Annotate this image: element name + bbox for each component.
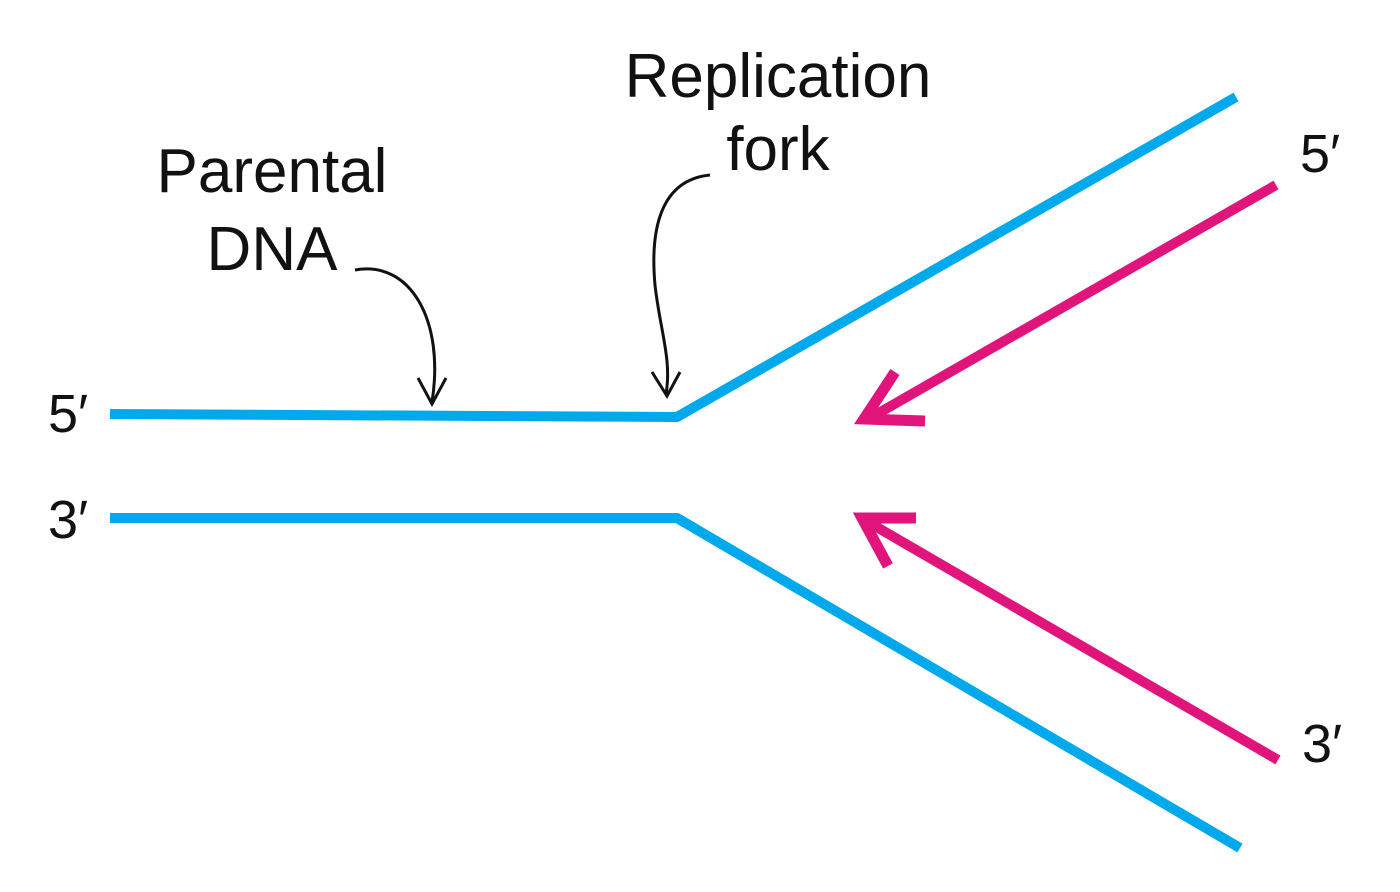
new-strand-top-arrow bbox=[853, 180, 1279, 427]
fork-label-line2: fork bbox=[726, 115, 830, 184]
new-strand-bottom-arrow bbox=[852, 512, 1281, 765]
left-bottom-end-label: 3′ bbox=[48, 490, 88, 550]
parental-strand-top bbox=[109, 92, 1239, 422]
parental-label-line2: DNA bbox=[207, 215, 339, 284]
left-top-end-label: 5′ bbox=[48, 384, 88, 444]
right-bottom-end-label: 3′ bbox=[1302, 714, 1342, 774]
fork-label-line1: Replication bbox=[625, 42, 932, 111]
parental-dna-callout-arrow bbox=[354, 267, 448, 408]
parental-label-line1: Parental bbox=[157, 137, 388, 206]
replication-fork-callout-arrow bbox=[650, 173, 711, 399]
parental-strand-bottom bbox=[110, 513, 1243, 853]
right-top-end-label: 5′ bbox=[1300, 124, 1340, 184]
